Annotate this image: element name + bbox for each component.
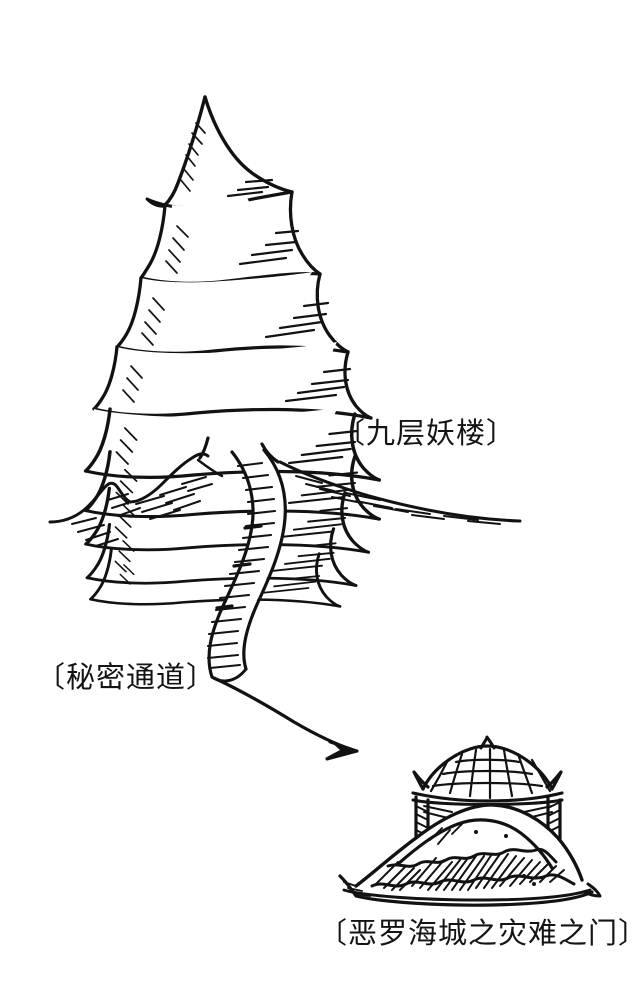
nine-tier-pagoda-tower [77, 95, 382, 608]
mountain-ridge-line [48, 452, 522, 547]
secret-passage-ribbon [206, 448, 287, 683]
gate-with-dune [338, 735, 602, 907]
label-gate-of-disaster: 〔恶罗海城之灾难之门〕 [318, 918, 640, 950]
direction-arrow [212, 676, 359, 761]
label-secret-passage: 〔秘密通道〕 [36, 662, 217, 694]
label-nine-tier-tower: 〔九层妖楼〕 [336, 418, 517, 450]
